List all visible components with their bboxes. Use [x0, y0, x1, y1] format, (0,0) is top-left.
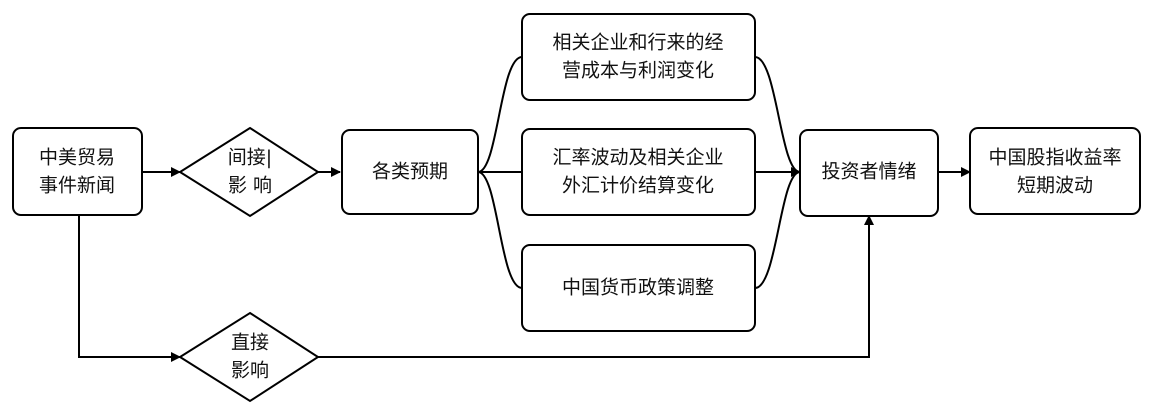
edge-direct-to-sentiment [318, 215, 874, 358]
node-expectations: 各类预期 [341, 129, 479, 215]
edges [78, 56, 971, 362]
news-box [12, 127, 143, 216]
fx-label-line1: 汇率波动及相关企业 [552, 147, 723, 169]
direct-label-line2: 影响 [231, 360, 269, 382]
expectations-label: 各类预期 [372, 161, 448, 183]
costs-label-line2: 营成本与利润变化 [562, 60, 714, 82]
node-costs: 相关企业和行来的经 营成本与利润变化 [521, 13, 756, 101]
direct-diamond [178, 311, 320, 403]
node-direct: 直接 影响 [178, 311, 320, 403]
costs-box [521, 13, 756, 101]
node-returns: 中国股指收益率 短期波动 [969, 127, 1141, 215]
returns-label-line1: 中国股指收益率 [988, 147, 1121, 169]
returns-box [969, 127, 1141, 215]
returns-label-line2: 短期波动 [1017, 175, 1093, 197]
node-sentiment: 投资者情绪 [799, 129, 939, 217]
expectations-box [341, 129, 479, 215]
sentiment-label: 投资者情绪 [821, 161, 916, 183]
edge-branch-to-policy [477, 171, 523, 289]
edge-costs-to-sentiment [754, 56, 801, 173]
sentiment-box [799, 129, 939, 217]
policy-box [521, 244, 756, 332]
edge-policy-to-sentiment [754, 171, 801, 289]
fx-box [521, 128, 756, 216]
node-news: 中美贸易 事件新闻 [12, 127, 143, 216]
edge-news-to-direct [78, 215, 181, 362]
node-policy: 中国货币政策调整 [521, 244, 756, 332]
direct-label-line1: 直接 [231, 332, 269, 354]
node-fx: 汇率波动及相关企业 外汇计价结算变化 [521, 128, 756, 216]
indirect-label-line1: 间接| [228, 147, 272, 169]
fx-label-line2: 外汇计价结算变化 [562, 175, 714, 197]
indirect-label-line2: 影 响 [228, 175, 272, 197]
node-indirect: 间接| 影 响 [178, 126, 320, 218]
policy-label: 中国货币政策调整 [562, 277, 714, 299]
edge-branch-to-costs [477, 56, 523, 173]
news-label-line1: 中美贸易 [39, 147, 115, 169]
news-label-line2: 事件新闻 [39, 175, 115, 197]
costs-label-line1: 相关企业和行来的经 [552, 32, 723, 54]
indirect-diamond [178, 126, 320, 218]
